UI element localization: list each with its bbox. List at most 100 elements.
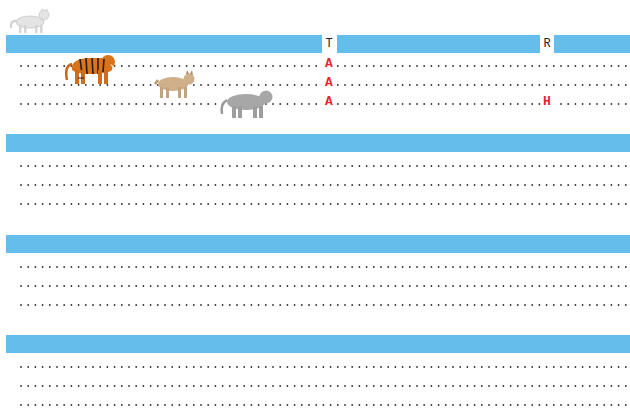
- alignment-dot: [387, 366, 389, 368]
- alignment-dot: [618, 165, 620, 167]
- alignment-dot: [135, 285, 137, 287]
- alignment-dot: [330, 385, 332, 387]
- alignment-dot: [510, 184, 512, 186]
- alignment-dot: [135, 165, 137, 167]
- alignment-dot: [114, 165, 116, 167]
- sequence-bar: [337, 35, 540, 53]
- alignment-dot: [85, 285, 87, 287]
- alignment-dot: [531, 65, 533, 67]
- alignment-dot: [503, 366, 505, 368]
- alignment-dot: [121, 304, 123, 306]
- alignment-dot: [63, 65, 65, 67]
- alignment-dot: [49, 203, 51, 205]
- alignment-dot: [207, 103, 209, 105]
- alignment-dot: [71, 184, 73, 186]
- alignment-dot: [85, 184, 87, 186]
- alignment-dot: [603, 165, 605, 167]
- alignment-dot: [128, 366, 130, 368]
- alignment-dot: [603, 404, 605, 406]
- alignment-dot: [279, 385, 281, 387]
- alignment-dot: [503, 385, 505, 387]
- alignment-dot: [114, 266, 116, 268]
- alignment-dot: [35, 203, 37, 205]
- alignment-dot: [582, 266, 584, 268]
- alignment-dot: [56, 266, 58, 268]
- alignment-dot: [416, 165, 418, 167]
- alignment-dot: [582, 84, 584, 86]
- alignment-dot: [27, 203, 29, 205]
- alignment-dot: [229, 165, 231, 167]
- alignment-dot: [164, 366, 166, 368]
- alignment-dot: [287, 103, 289, 105]
- alignment-dot: [128, 304, 130, 306]
- alignment-dot: [287, 385, 289, 387]
- alignment-dot: [582, 285, 584, 287]
- alignment-dot: [251, 404, 253, 406]
- alignment-dot: [71, 304, 73, 306]
- alignment-dot: [150, 366, 152, 368]
- alignment-dot: [308, 366, 310, 368]
- alignment-dot: [589, 285, 591, 287]
- alignment-dot: [78, 385, 80, 387]
- alignment-dot: [35, 404, 37, 406]
- alignment-dot: [92, 266, 94, 268]
- alignment-dot: [265, 404, 267, 406]
- alignment-dot: [459, 65, 461, 67]
- alignment-dot: [337, 184, 339, 186]
- alignment-dot: [330, 203, 332, 205]
- alignment-dot: [243, 65, 245, 67]
- alignment-dot: [387, 285, 389, 287]
- alignment-dot: [344, 266, 346, 268]
- alignment-dot: [495, 285, 497, 287]
- alignment-dot: [107, 84, 109, 86]
- alignment-dot: [524, 404, 526, 406]
- alignment-dot: [553, 203, 555, 205]
- alignment-dot: [258, 366, 260, 368]
- alignment-dot: [503, 84, 505, 86]
- alignment-dot: [150, 184, 152, 186]
- alignment-dot: [539, 266, 541, 268]
- alignment-dot: [416, 366, 418, 368]
- alignment-dot: [589, 165, 591, 167]
- alignment-dot: [56, 304, 58, 306]
- alignment-dot: [150, 65, 152, 67]
- alignment-dot: [589, 366, 591, 368]
- alignment-dot: [351, 304, 353, 306]
- sequence-bar: [554, 35, 630, 53]
- alignment-dot: [567, 385, 569, 387]
- alignment-dot: [287, 203, 289, 205]
- alignment-dot: [200, 304, 202, 306]
- alignment-dot: [63, 165, 65, 167]
- alignment-dot: [387, 103, 389, 105]
- alignment-dot: [567, 266, 569, 268]
- alignment-dot: [373, 385, 375, 387]
- alignment-dot: [150, 165, 152, 167]
- alignment-dot: [423, 184, 425, 186]
- alignment-dot: [330, 165, 332, 167]
- alignment-dot: [20, 203, 22, 205]
- alignment-dot: [294, 65, 296, 67]
- alignment-dot: [171, 266, 173, 268]
- alignment-dot: [49, 184, 51, 186]
- alignment-dot: [409, 65, 411, 67]
- alignment-dot: [200, 65, 202, 67]
- alignment-dot: [171, 203, 173, 205]
- alignment-dot: [294, 165, 296, 167]
- alignment-dot: [251, 366, 253, 368]
- alignment-dot: [236, 385, 238, 387]
- alignment-dot: [625, 184, 627, 186]
- alignment-dot: [63, 184, 65, 186]
- alignment-dot: [373, 184, 375, 186]
- alignment-dot: [402, 203, 404, 205]
- alignment-dot: [143, 65, 145, 67]
- alignment-dot: [287, 304, 289, 306]
- alignment-dot: [575, 266, 577, 268]
- alignment-dot: [99, 203, 101, 205]
- alignment-dot: [539, 103, 541, 105]
- alignment-dot: [611, 304, 613, 306]
- alignment-dot: [431, 84, 433, 86]
- alignment-dot: [445, 304, 447, 306]
- alignment-dot: [351, 385, 353, 387]
- alignment-dot: [488, 84, 490, 86]
- alignment-dot: [517, 184, 519, 186]
